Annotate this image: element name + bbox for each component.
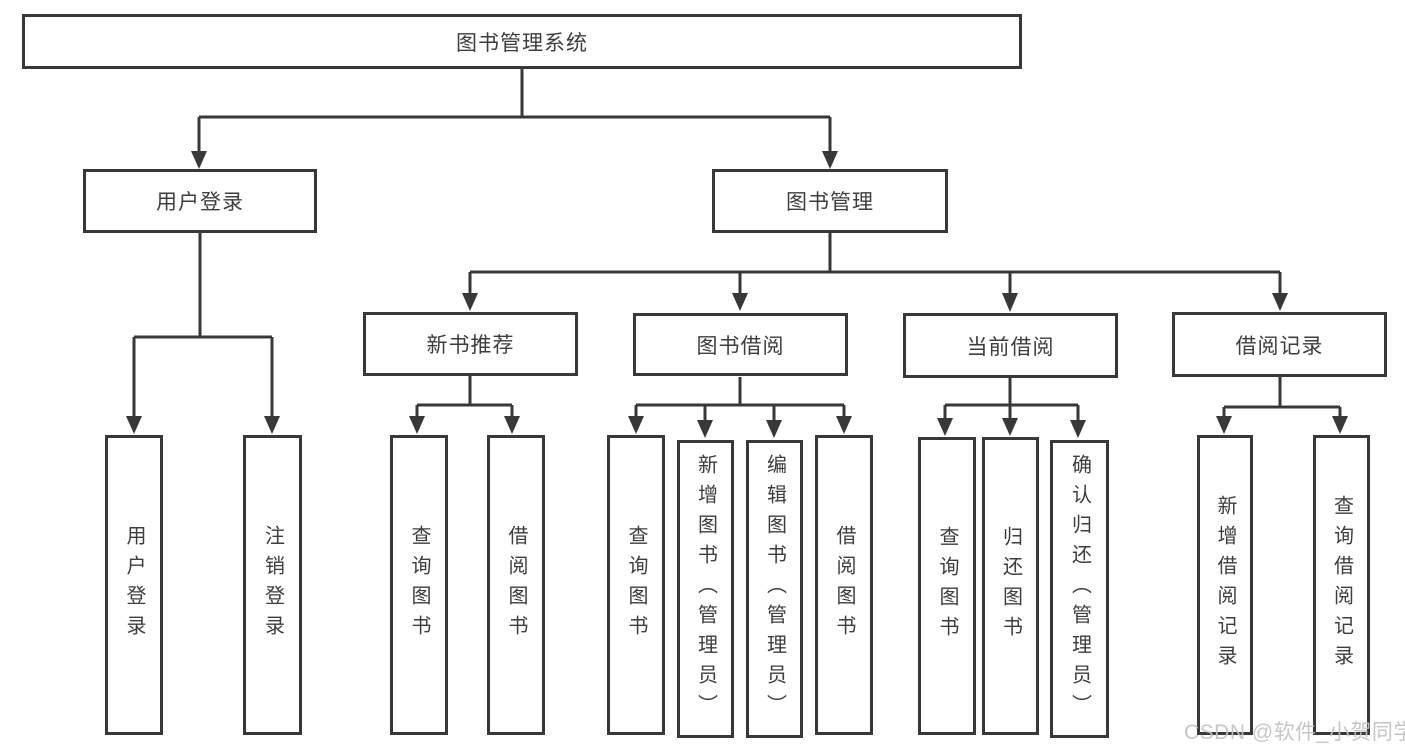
node-new-book-recommend: 新书推荐 [363,312,578,376]
node-book-borrowing: 图书借阅 [633,313,848,376]
leaf-user-login: 用户登录 [105,435,163,735]
leaf-current-query-books: 查询图书 [918,437,976,735]
leaf-borrow-edit-books-admin: 编辑图书（管理员） [746,440,803,738]
leaf-borrow-add-books-admin: 新增图书（管理员） [677,440,734,738]
csdn-watermark: CSDN @软件_小贺同学 [1184,721,1405,744]
leaf-borrow-borrow-books: 借阅图书 [815,435,873,735]
node-current-borrowing: 当前借阅 [903,313,1118,378]
node-borrowing-records: 借阅记录 [1172,312,1387,377]
node-book-management: 图书管理 [712,169,948,233]
leaf-records-add-record: 新增借阅记录 [1197,435,1253,735]
leaf-records-query-record: 查询借阅记录 [1313,435,1370,735]
leaf-current-return-books: 归还图书 [982,437,1039,735]
leaf-logout: 注销登录 [243,435,302,735]
leaf-recommend-borrow-books: 借阅图书 [487,435,545,735]
leaf-recommend-query-books: 查询图书 [390,435,448,735]
leaf-borrow-query-books: 查询图书 [607,435,665,735]
node-root-system: 图书管理系统 [22,14,1022,69]
node-user-login: 用户登录 [83,169,317,233]
leaf-current-confirm-return-admin: 确认归还（管理员） [1050,440,1109,738]
